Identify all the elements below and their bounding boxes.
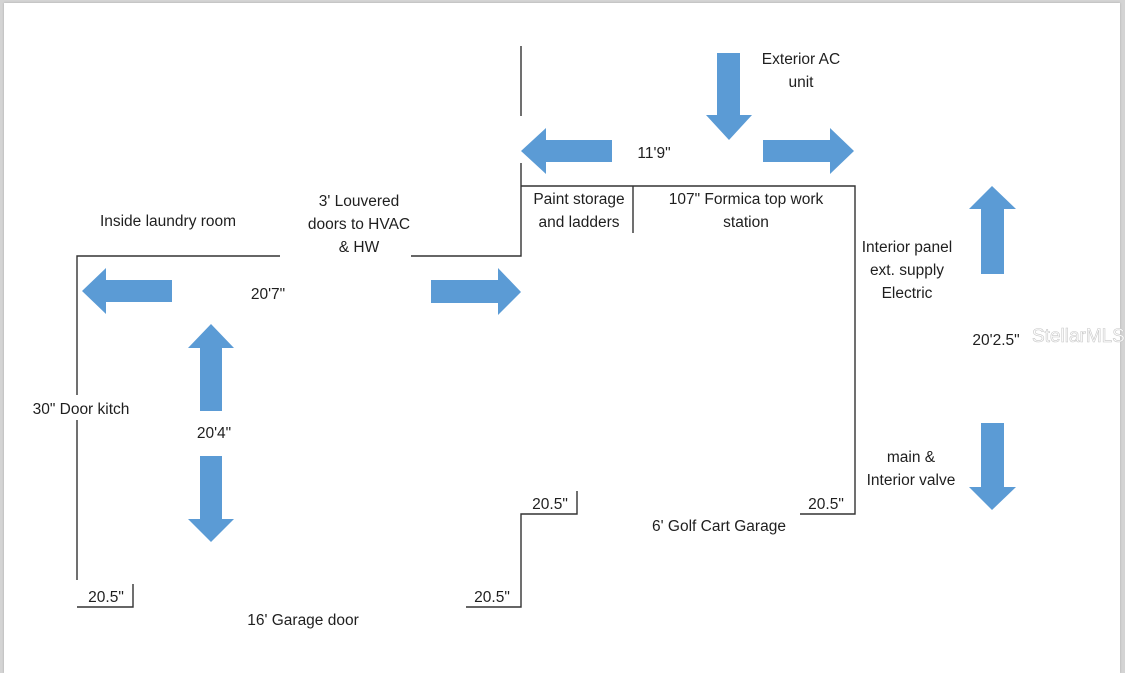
watermark: StellarMLS — [1032, 326, 1125, 348]
wall-upper-right-outline — [411, 163, 522, 257]
label-width-main: 20'7" — [250, 286, 286, 303]
arrow-down-right-icon — [969, 423, 1016, 510]
arrow-up-right-icon — [969, 186, 1016, 274]
arrow-left-top-icon — [521, 128, 612, 174]
arrow-right-top-icon — [763, 128, 854, 174]
label-wall-mid-step: 20.5" — [532, 496, 568, 513]
label-exterior-ac: Exterior AC unit — [761, 51, 841, 91]
arrow-down-ac-icon — [706, 53, 752, 140]
label-golf-cart-garage: 6' Golf Cart Garage — [652, 518, 786, 535]
walls — [76, 46, 856, 608]
label-wall-mid-bottom: 20.5" — [474, 589, 510, 606]
label-depth-right: 20'2.5" — [972, 332, 1020, 349]
label-interior-panel: Interior panel ext. supply Electric — [861, 239, 953, 302]
dimension-arrows — [82, 53, 1016, 542]
label-louvered-doors: 3' Louvered doors to HVAC & HW — [307, 193, 411, 256]
floor-plan-diagram — [76, 46, 1016, 608]
wall-left-top — [76, 255, 280, 395]
arrow-right-main-icon — [431, 268, 521, 315]
arrow-left-main-icon — [82, 268, 172, 314]
label-inside-laundry: Inside laundry room — [99, 213, 237, 230]
label-wall-right-bottom: 20.5" — [808, 496, 844, 513]
label-garage-door: 16' Garage door — [247, 612, 359, 629]
label-door-kitchen: 30" Door kitch — [32, 401, 130, 418]
label-wall-left-bottom: 20.5" — [88, 589, 124, 606]
wall-mid-step — [466, 491, 578, 608]
label-depth-left: 20'4" — [196, 425, 232, 442]
arrow-down-left-icon — [188, 456, 234, 542]
floor-plan-page: Exterior AC unit 11'9" Paint storage and… — [4, 3, 1125, 673]
label-formica-station: 107" Formica top work station — [668, 191, 824, 231]
label-paint-storage: Paint storage and ladders — [533, 191, 625, 231]
wall-left-bottom-corner — [77, 584, 134, 608]
label-width-top: 11'9" — [637, 145, 671, 162]
arrow-up-left-icon — [188, 324, 234, 411]
wall-top-ledge — [521, 185, 856, 515]
label-main-valve: main & Interior valve — [866, 449, 956, 489]
